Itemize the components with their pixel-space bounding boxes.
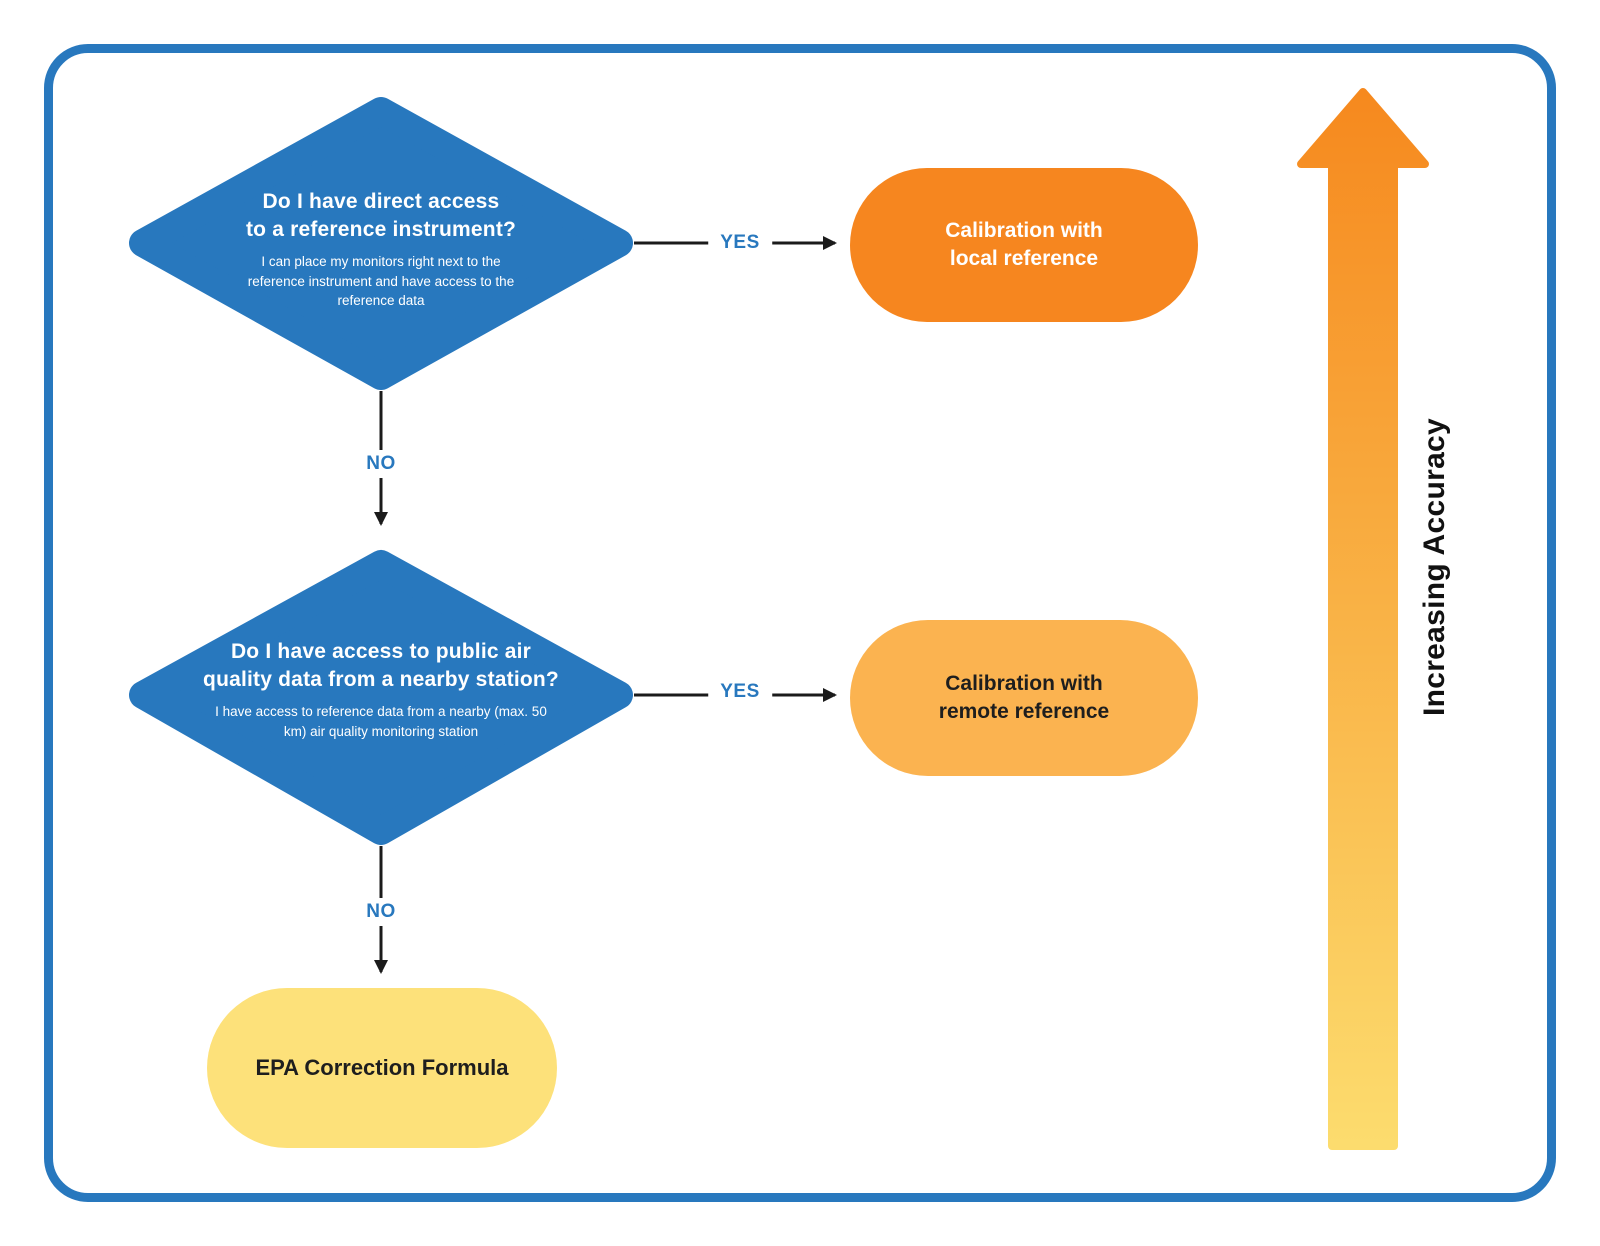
outcome-remote-line2: remote reference <box>938 700 1110 723</box>
edge-label-yes-2: YES <box>708 678 772 706</box>
outcome-epa-label: EPA Correction Formula <box>255 1055 509 1081</box>
decision-diamond-2 <box>129 550 633 845</box>
outer-frame <box>44 44 1556 1202</box>
decision-1-subtext: I can place my monitors right next to th… <box>247 254 515 308</box>
decision-2-subtext: I have access to reference data from a n… <box>215 704 547 739</box>
decision-1-text: Do I have direct access to a reference i… <box>181 188 581 310</box>
edge-label-no-1: NO <box>354 450 408 478</box>
outcome-calibration-remote: Calibration with remote reference <box>850 620 1198 776</box>
decision-1-title-line1: Do I have direct access <box>262 190 500 213</box>
decision-diamond-1 <box>129 97 633 390</box>
increasing-accuracy-label: Increasing Accuracy <box>1418 417 1451 717</box>
decision-1-title-line2: to a reference instrument? <box>245 217 517 241</box>
edge-label-yes-1: YES <box>708 229 772 257</box>
edge-label-no-2: NO <box>354 898 408 926</box>
outcome-local-line1: Calibration with <box>945 218 1103 242</box>
decision-2-title-line1: Do I have access to public air <box>230 640 532 663</box>
decision-2-title: Do I have access to public air quality d… <box>161 638 601 693</box>
outcome-local-line2: local reference <box>949 247 1099 270</box>
decision-2-title-line2: quality data from a nearby station? <box>203 667 559 691</box>
decision-1-title: Do I have direct access to a reference i… <box>181 188 581 243</box>
outcome-calibration-local: Calibration with local reference <box>850 168 1198 322</box>
outcome-epa-correction-formula: EPA Correction Formula <box>207 988 557 1148</box>
increasing-accuracy-arrow <box>1297 88 1429 1150</box>
decision-2-text: Do I have access to public air quality d… <box>161 638 601 741</box>
outcome-remote-line1: Calibration with <box>945 671 1103 695</box>
